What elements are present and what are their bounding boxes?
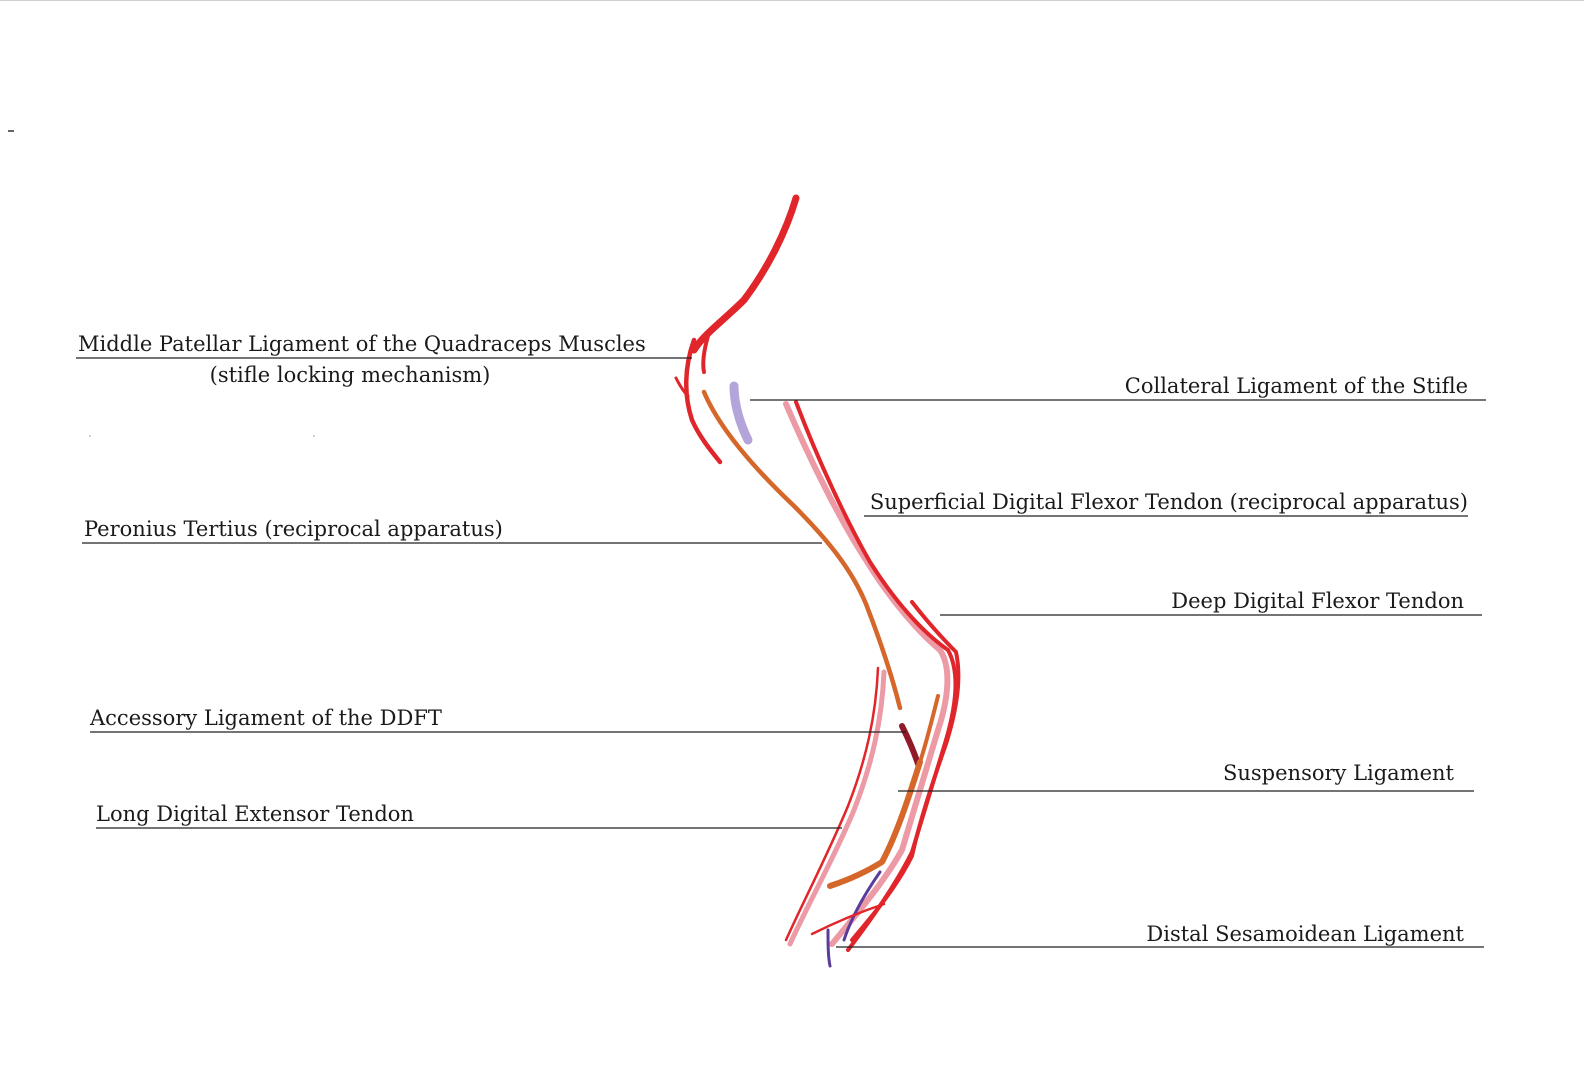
label-accessory-ddft: Accessory Ligament of the DDFT: [89, 706, 442, 730]
long-digital-extensor-pink: [787, 669, 887, 947]
label-distal-sesamoidean: Distal Sesamoidean Ligament: [1146, 922, 1464, 946]
label-middle-patellar-line1: Middle Patellar Ligament of the Quadrace…: [78, 332, 646, 356]
label-collateral-stifle: Collateral Ligament of the Stifle: [1125, 374, 1468, 398]
deep-dft: [850, 600, 961, 942]
patellar-ligament-red-3: [674, 376, 690, 398]
patellar-ligament-red-2: [701, 334, 710, 374]
distal-sesamoidean-red: [810, 902, 886, 936]
label-long-digital-extensor: Long Digital Extensor Tendon: [96, 802, 414, 826]
long-digital-extensor-red: [784, 666, 880, 942]
anatomy-labels: Middle Patellar Ligament of the Quadrace…: [78, 332, 1468, 946]
label-leader-lines: [76, 357, 1486, 948]
distal-sesamoidean-purple-1: [842, 870, 882, 942]
label-middle-patellar-line2: (stifle locking mechanism): [210, 363, 491, 387]
superficial-dft-pink: [783, 401, 951, 947]
label-deep-dft: Deep Digital Flexor Tendon: [1171, 589, 1464, 613]
distal-sesamoidean-purple-2: [826, 928, 832, 968]
label-suspensory: Suspensory Ligament: [1223, 761, 1455, 785]
label-superficial-dft: Superficial Digital Flexor Tendon (recip…: [870, 490, 1468, 514]
label-peronius-tertius: Peronius Tertius (reciprocal apparatus): [84, 517, 503, 541]
accessory-ligament-ddft: [899, 723, 921, 767]
suspensory-branch: [918, 694, 940, 764]
stray-dot: [313, 435, 315, 437]
collateral-ligament-stifle: [729, 381, 753, 445]
stray-dot: [89, 435, 91, 437]
ligaments-and-tendons: [674, 194, 961, 968]
peronius-tertius: [701, 389, 903, 711]
patellar-ligament-red-1: [684, 337, 723, 465]
